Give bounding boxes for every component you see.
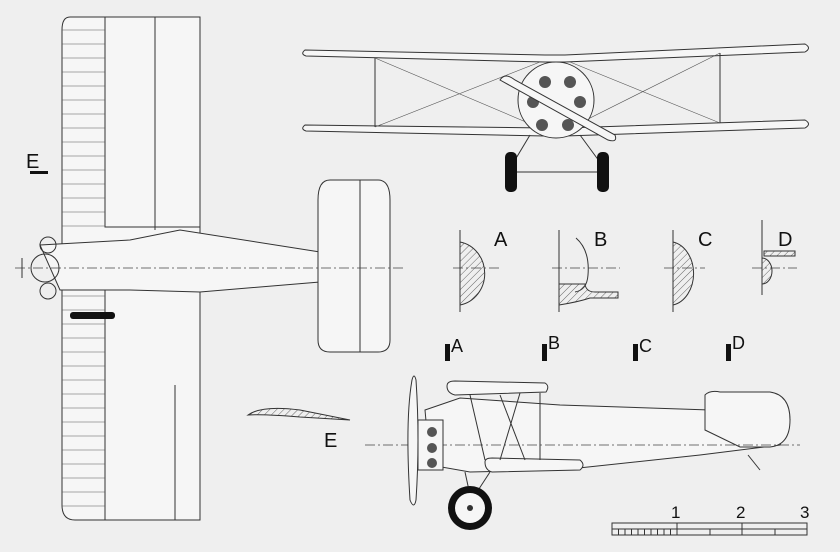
front-view — [302, 43, 809, 192]
cut-c-label: C — [639, 336, 652, 356]
airfoil-e-label: E — [324, 430, 337, 452]
section-marker-bar — [30, 171, 48, 174]
wing-sections: A B C D A B C D — [445, 220, 797, 361]
cut-a-label: A — [451, 336, 463, 356]
top-view: E — [15, 16, 405, 521]
cut-d-label: D — [732, 333, 745, 353]
section-a-label: A — [494, 229, 508, 251]
side-view — [365, 375, 800, 530]
section-marker-e: E — [26, 151, 39, 173]
scale-tick-2: 2 — [736, 503, 745, 522]
scale-tick-3: 3 — [800, 503, 809, 522]
scale-tick-1: 1 — [671, 503, 680, 522]
airfoil-section: E — [246, 407, 351, 452]
scale-bar: 1 2 3 — [611, 503, 809, 536]
cut-b-label: B — [548, 333, 560, 353]
section-d-label: D — [778, 229, 792, 251]
section-b-label: B — [594, 229, 607, 251]
section-c-label: C — [698, 229, 712, 251]
